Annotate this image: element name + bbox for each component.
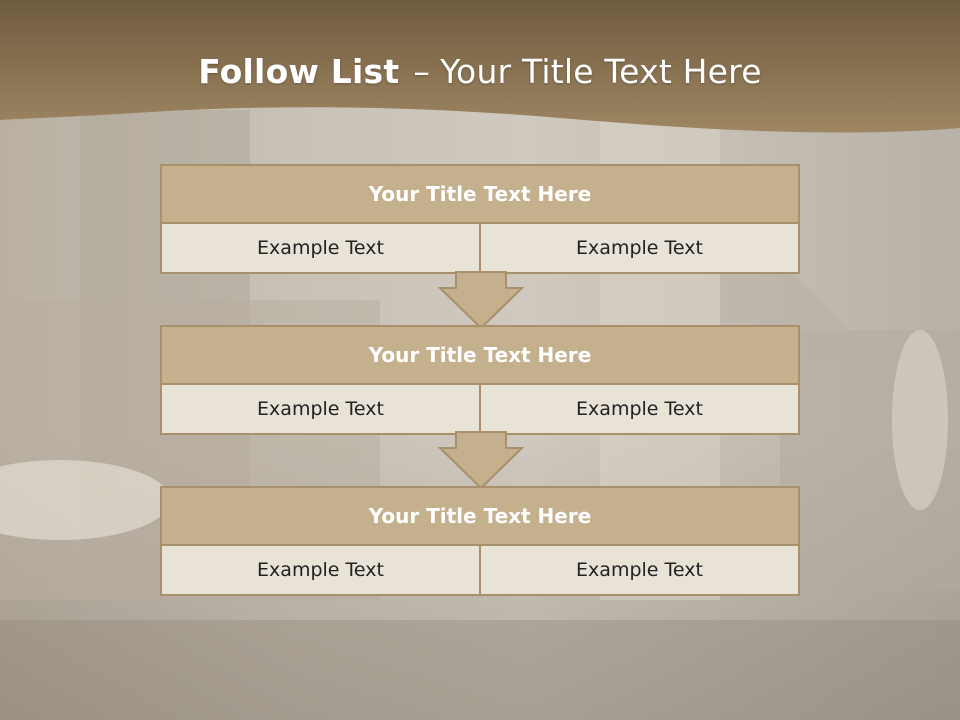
block-heading: Your Title Text Here — [162, 488, 798, 546]
block-cell-right: Example Text — [479, 224, 798, 272]
block-cell-left: Example Text — [257, 398, 384, 420]
block-cell-left: Example Text — [257, 559, 384, 581]
down-arrow-icon — [438, 431, 524, 490]
list-block-3: Your Title Text Here Example Text Exampl… — [160, 486, 800, 596]
block-cell-right: Example Text — [479, 385, 798, 433]
title-bold: Follow List — [198, 52, 400, 91]
list-block-2: Your Title Text Here Example Text Exampl… — [160, 325, 800, 435]
block-row: Example Text Example Text — [162, 546, 798, 594]
block-heading: Your Title Text Here — [162, 327, 798, 385]
block-cell-right: Example Text — [479, 546, 798, 594]
slide-title: Follow List–Your Title Text Here — [0, 52, 960, 91]
block-row: Example Text Example Text — [162, 385, 798, 433]
title-dash: – — [413, 52, 431, 91]
block-heading: Your Title Text Here — [162, 166, 798, 224]
title-rest: Your Title Text Here — [440, 52, 762, 91]
down-arrow-icon — [438, 271, 524, 330]
block-cell-left: Example Text — [257, 237, 384, 259]
list-block-1: Your Title Text Here Example Text Exampl… — [160, 164, 800, 274]
block-row: Example Text Example Text — [162, 224, 798, 272]
slide-header: Follow List–Your Title Text Here — [0, 0, 960, 140]
